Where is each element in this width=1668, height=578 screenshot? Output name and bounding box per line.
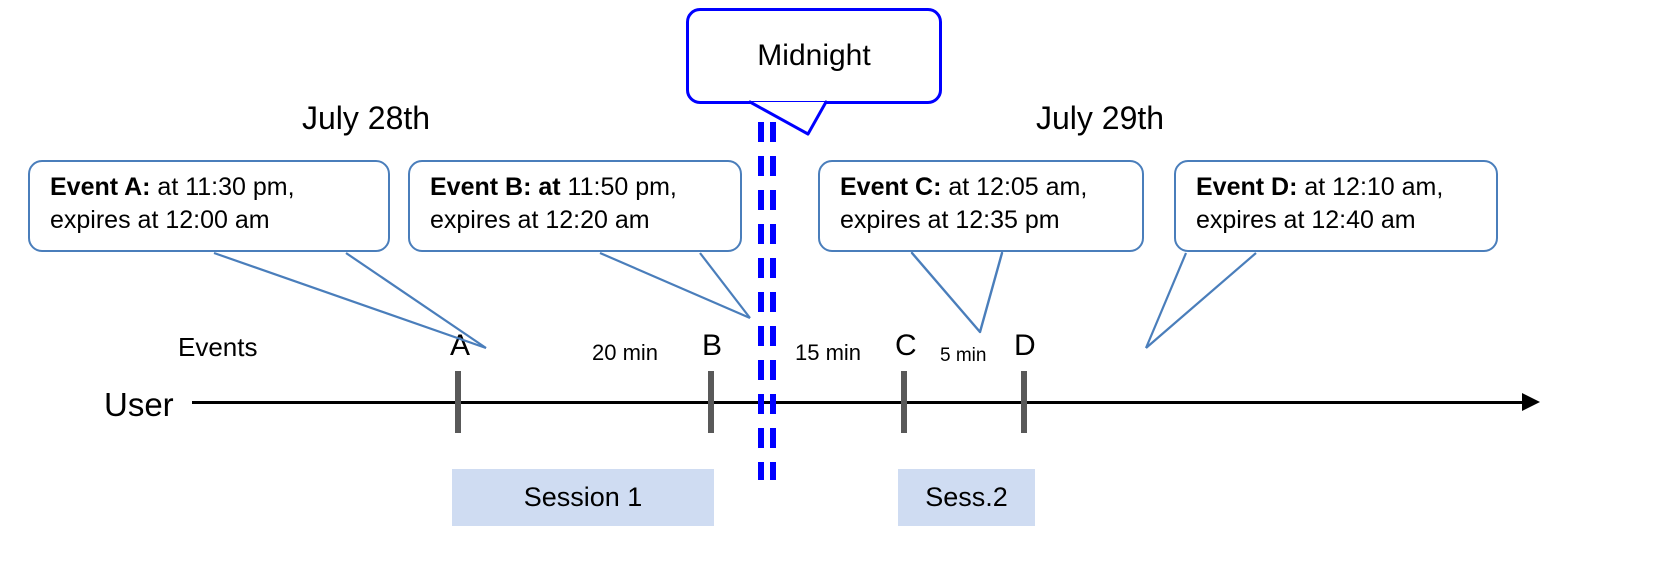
event-tick-b xyxy=(708,371,714,433)
timeline-arrow-icon xyxy=(1522,393,1540,411)
event-b-line2: expires at 12:20 am xyxy=(430,205,650,234)
marker-letter-d: D xyxy=(1014,329,1036,362)
event-b-detail: 11:50 pm, xyxy=(560,173,677,201)
gap-label-15-min: 15 min xyxy=(795,340,862,365)
event-callout-c: Event C: at 12:05 am, expires at 12:35 p… xyxy=(818,160,1144,252)
row-label-user: User xyxy=(104,386,174,423)
timeline-axis xyxy=(192,401,1524,404)
event-d-line1: Event D: at 12:10 am, xyxy=(1196,171,1482,204)
event-a-title: Event A: xyxy=(50,173,151,201)
event-c-line2: expires at 12:35 pm xyxy=(840,205,1060,234)
midnight-label: Midnight xyxy=(757,39,871,72)
midnight-callout-tail xyxy=(748,100,828,136)
midnight-divider-line-left xyxy=(758,122,764,480)
event-a-line2: expires at 12:00 am xyxy=(50,205,270,234)
session-box-2: Sess.2 xyxy=(898,469,1035,526)
midnight-callout: Midnight xyxy=(686,8,942,104)
event-b-title: Event B: at xyxy=(430,173,561,201)
date-label-july-28: July 28th xyxy=(302,100,431,136)
event-tick-d xyxy=(1021,371,1027,433)
event-d-title: Event D: xyxy=(1196,173,1298,201)
gap-label-5-min: 5 min xyxy=(940,345,987,366)
marker-letter-a: A xyxy=(450,329,471,362)
event-c-line1: Event C: at 12:05 am, xyxy=(840,171,1128,204)
event-c-title: Event C: xyxy=(840,173,942,201)
marker-letter-c: C xyxy=(895,329,917,362)
event-tick-a xyxy=(455,371,461,433)
event-d-detail: at 12:10 am, xyxy=(1297,173,1444,201)
event-b-line1: Event B: at 11:50 pm, xyxy=(430,171,726,204)
session-box-1: Session 1 xyxy=(452,469,714,526)
date-label-july-29: July 29th xyxy=(1036,100,1165,136)
event-d-line2: expires at 12:40 am xyxy=(1196,205,1416,234)
midnight-divider-line-right xyxy=(770,122,776,480)
event-a-detail: at 11:30 pm, xyxy=(150,173,295,201)
row-label-events: Events xyxy=(178,332,258,362)
session-1-label: Session 1 xyxy=(523,482,643,512)
event-c-detail: at 12:05 am, xyxy=(941,173,1088,201)
event-tick-c xyxy=(901,371,907,433)
event-callout-a: Event A: at 11:30 pm, expires at 12:00 a… xyxy=(28,160,390,252)
marker-letter-b: B xyxy=(702,329,723,362)
event-callout-d: Event D: at 12:10 am, expires at 12:40 a… xyxy=(1174,160,1498,252)
session-2-label: Sess.2 xyxy=(925,482,1008,512)
event-a-line1: Event A: at 11:30 pm, xyxy=(50,171,374,204)
gap-label-20-min: 20 min xyxy=(592,340,659,365)
event-callout-b: Event B: at 11:50 pm, expires at 12:20 a… xyxy=(408,160,742,252)
